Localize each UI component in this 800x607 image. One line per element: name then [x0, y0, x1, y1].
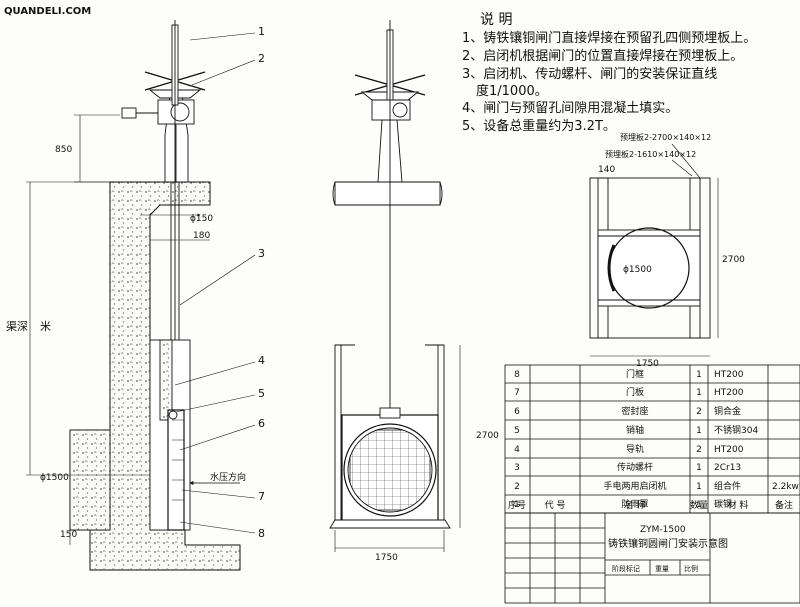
callout-6: 6	[258, 417, 265, 430]
table-cell-material: HT200	[714, 370, 744, 380]
note-1: 1、铸铁镶铜闸门直接焊接在预留孔四侧预埋板上。	[462, 30, 756, 46]
note-3b: 度1/1000。	[476, 83, 548, 99]
table-cell-name: 导轨	[626, 443, 644, 455]
table-cell-material: HT200	[714, 388, 744, 398]
table-cell-name: 门框	[626, 368, 644, 380]
table-cell-no: 7	[514, 388, 520, 398]
dim-phi150: ϕ150	[190, 214, 213, 224]
detail-dim-1750: 1750	[636, 359, 659, 369]
front-view	[329, 20, 461, 552]
callout-8: 8	[258, 527, 265, 540]
table-cell-no: 6	[514, 407, 520, 417]
left-view-labels: 1 2 3 4 5 6 7 8 850 ϕ150 180 ϕ1500 150 渠…	[6, 25, 265, 540]
table-cell-qty: 1	[696, 463, 702, 473]
dim-180: 180	[193, 231, 210, 241]
table-header-qty: 数量	[690, 499, 708, 511]
table-cell-name: 门板	[626, 386, 644, 398]
table-cell-name: 防雨罩	[621, 498, 648, 510]
title-model: ZYM-1500	[640, 525, 686, 535]
label-canal-depth: 渠深	[6, 320, 28, 333]
label-meter: 米	[40, 320, 51, 333]
watermark-text: QUANDELI.COM	[4, 6, 91, 17]
dim-850: 850	[55, 145, 72, 155]
table-cell-material: 2Cr13	[714, 463, 741, 473]
notes-section: 说 明 1、铸铁镶铜闸门直接焊接在预留孔四侧预埋板上。 2、启闭机根据闸门的位置…	[462, 12, 756, 134]
table-cell-material: 铜合金	[714, 405, 741, 417]
detail-dim-phi1500: ϕ1500	[623, 265, 652, 275]
note-5: 5、设备总重量约为3.2T。	[462, 118, 616, 134]
table-cell-name: 传动螺杆	[617, 461, 653, 473]
table-cell-material: 不锈钢304	[714, 424, 758, 436]
table-cell-name: 密封座	[621, 405, 648, 417]
callout-7: 7	[258, 490, 265, 503]
table-cell-qty: 2	[696, 445, 702, 455]
table-header-note: 备注	[775, 499, 793, 511]
table-cell-qty: 1	[696, 426, 702, 436]
table-cell-name: 销轴	[626, 424, 644, 436]
table-cell-no: 2	[514, 482, 520, 492]
title-block-text: ZYM-1500 铸铁镶铜圆闸门安装示意图 阶段标记 重量 比例	[608, 525, 728, 573]
dim-phi1500: ϕ1500	[40, 473, 69, 483]
front-view-labels: 2700 1750	[375, 431, 499, 563]
callout-2: 2	[258, 52, 265, 65]
title-weight: 重量	[655, 565, 669, 573]
table-cell-name: 手电两用启闭机	[603, 480, 666, 492]
table-cell-qty: 1	[696, 500, 702, 510]
note-4: 4、闸门与预留孔间隙用混凝土填实。	[462, 100, 678, 116]
front-dim-1750: 1750	[375, 553, 398, 563]
plate-2-label: 预埋板2-1610×140×12	[605, 149, 696, 159]
left-section-view	[26, 20, 256, 571]
table-cell-no: 4	[514, 445, 520, 455]
note-3: 3、启闭机、传动螺杆、闸门的安装保证直线	[462, 66, 717, 82]
table-header-name: 名 称	[625, 499, 646, 511]
table-cell-material: 碳钢	[714, 498, 732, 510]
title-scale: 比例	[684, 564, 698, 573]
detail-view	[589, 143, 719, 357]
detail-dim-140: 140	[598, 165, 615, 175]
plate-1-label: 预埋板2-2700×140×12	[620, 132, 711, 142]
parts-table-frame	[504, 364, 800, 514]
title-block-frame	[504, 512, 800, 604]
table-header-no: 序号	[508, 499, 526, 511]
dim-150: 150	[60, 530, 77, 540]
title-drawing-name: 铸铁镶铜圆闸门安装示意图	[608, 537, 728, 550]
label-pressure-direction: 水压方向	[210, 471, 246, 483]
table-cell-no: 3	[514, 463, 520, 473]
detail-dim-2700: 2700	[722, 255, 745, 265]
table-cell-qty: 1	[696, 370, 702, 380]
table-cell-material: 组合件	[714, 480, 741, 492]
table-cell-qty: 1	[696, 482, 702, 492]
table-cell-qty: 1	[696, 388, 702, 398]
notes-title: 说 明	[480, 12, 512, 28]
table-cell-qty: 2	[696, 407, 702, 417]
table-cell-no: 8	[514, 370, 520, 380]
front-dim-2700: 2700	[476, 431, 499, 441]
detail-view-labels: 预埋板2-2700×140×12 预埋板2-1610×140×12 140 ϕ1…	[598, 132, 745, 369]
table-header-material: 材 料	[728, 499, 749, 511]
table-cell-no: 5	[514, 426, 520, 436]
callout-3: 3	[258, 247, 265, 260]
callout-1: 1	[258, 25, 265, 38]
callout-5: 5	[258, 387, 265, 400]
note-2: 2、启闭机根据闸门的位置直接焊接在预埋板上。	[462, 48, 743, 64]
table-cell-material: HT200	[714, 445, 744, 455]
table-cell-no: 1	[514, 500, 520, 510]
table-header-code: 代 号	[545, 500, 566, 511]
title-stage: 阶段标记	[612, 564, 640, 573]
table-cell-note: 2.2kw	[772, 482, 799, 492]
callout-4: 4	[258, 354, 265, 367]
